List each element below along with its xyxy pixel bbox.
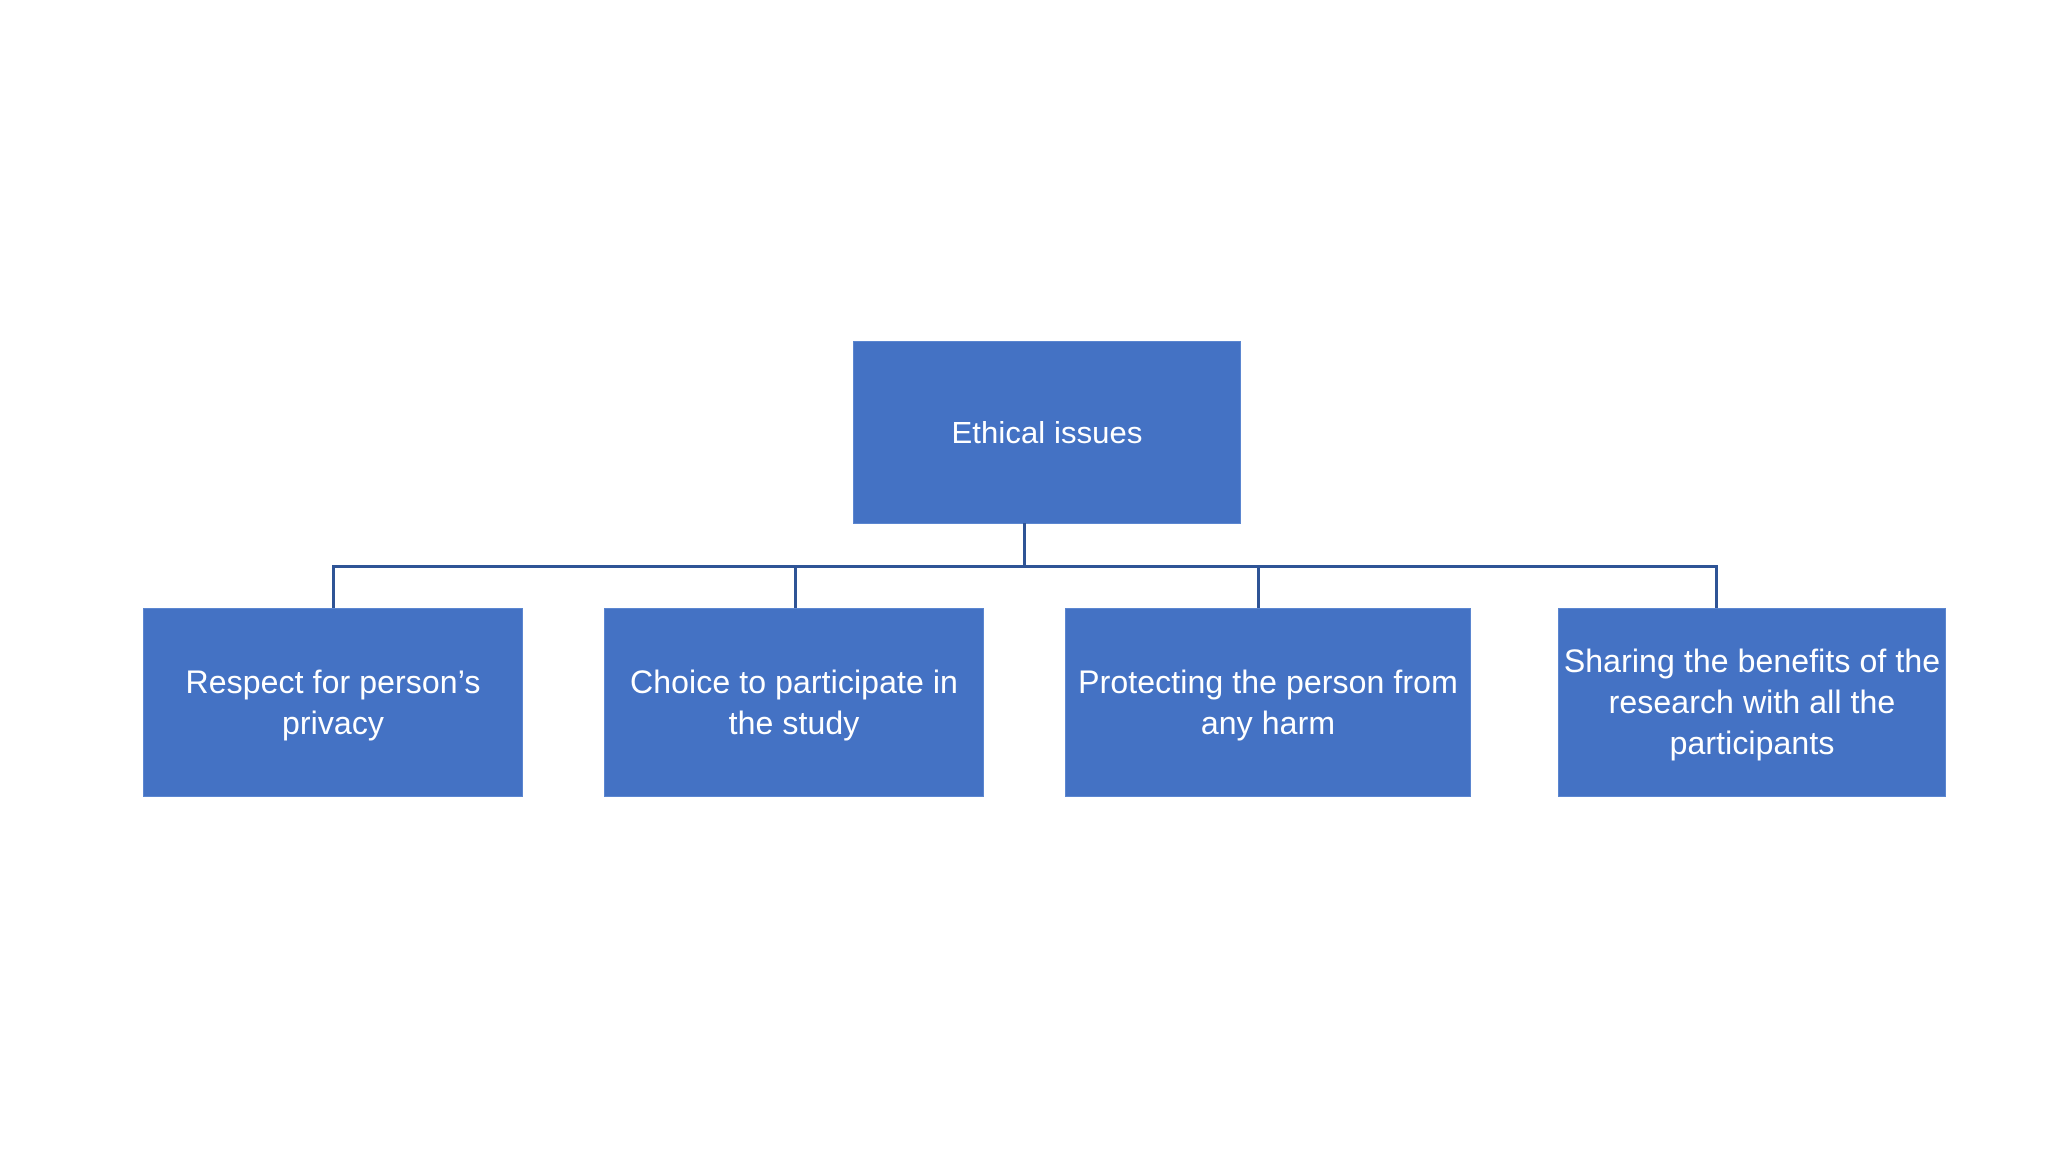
node-child-respect-for-persons-privacy[interactable]: Respect for person’s privacy [143,608,523,797]
node-child-sharing-the-benefits[interactable]: Sharing the benefits of the research wit… [1558,608,1946,797]
node-child-choice-to-participate[interactable]: Choice to participate in the study [604,608,984,797]
connector-drop-child-1 [332,565,335,610]
node-root-label: Ethical issues [951,414,1143,450]
node-child-3-label: Protecting the person from any harm [1078,663,1458,741]
node-child-2-label: Choice to participate in the study [630,663,958,741]
connector-root-stem [1023,523,1026,568]
node-root-ethical-issues[interactable]: Ethical issues [853,341,1241,524]
connector-drop-child-3 [1257,565,1260,610]
connector-drop-child-4 [1715,565,1718,610]
connector-horizontal-bus [332,565,1718,568]
connector-drop-child-2 [794,565,797,610]
node-child-protecting-from-harm[interactable]: Protecting the person from any harm [1065,608,1471,797]
node-child-4-label: Sharing the benefits of the research wit… [1563,643,1941,761]
node-child-1-label: Respect for person’s privacy [185,663,481,741]
